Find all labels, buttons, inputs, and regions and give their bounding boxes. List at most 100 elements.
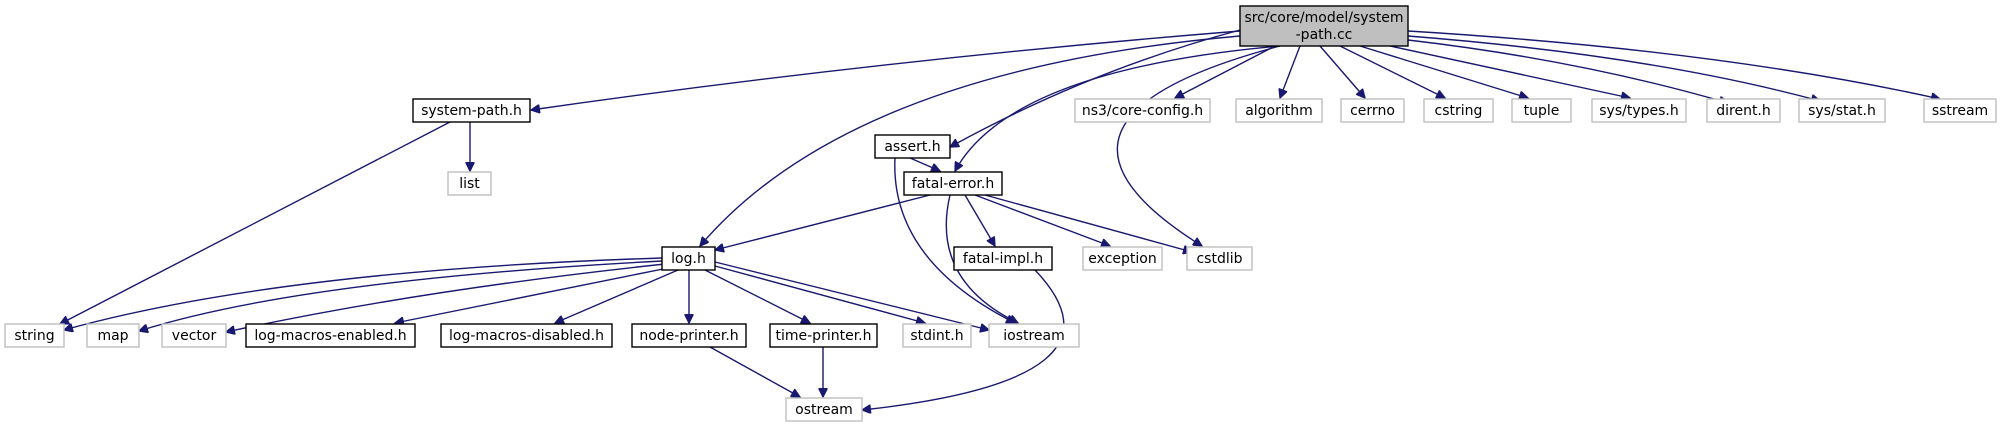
node-label-sstream: sstream [1932, 103, 1988, 119]
node-box-list [447, 171, 492, 196]
node-box-log-h [661, 246, 716, 271]
node-label-tuple: tuple [1524, 103, 1560, 119]
node-label-log-macros-disabled-h: log-macros-disabled.h [449, 328, 604, 344]
node-label-exception: exception [1088, 251, 1156, 267]
edge-log-h-to-string [64, 257, 663, 330]
edge-fatal-error-h-to-exception [974, 194, 1110, 246]
node-cerrno: cerrno [1340, 98, 1405, 123]
node-fatal-error-h[interactable]: fatal-error.h [903, 171, 1003, 196]
node-log-macros-enabled-h[interactable]: log-macros-enabled.h [245, 323, 416, 348]
node-box-stdint-h [902, 323, 972, 348]
node-sys-types-h: sys/types.h [1591, 98, 1687, 123]
node-node-printer-h[interactable]: node-printer.h [631, 323, 747, 348]
node-box-log-macros-disabled-h [440, 323, 613, 348]
edge-log-h-to-stdint-h [714, 265, 925, 323]
node-box-map [86, 323, 140, 348]
node-box-sys-types-h [1591, 98, 1687, 123]
node-box-system-path-h [412, 98, 531, 123]
node-label-log-macros-enabled-h: log-macros-enabled.h [254, 328, 406, 344]
edge-assert-h-to-fatal-error-h [909, 157, 940, 171]
node-label-log-h: log.h [671, 251, 706, 267]
edge-system-path-cc-to-assert-h [950, 29, 1241, 147]
node-box-cstring [1423, 98, 1494, 123]
node-sstream: sstream [1923, 98, 1997, 123]
node-iostream: iostream [988, 323, 1080, 348]
node-box-system-path-cc [1239, 5, 1409, 47]
node-label-node-printer-h: node-printer.h [639, 328, 738, 344]
node-log-h[interactable]: log.h [661, 246, 716, 271]
node-label-sys-stat-h: sys/stat.h [1808, 103, 1876, 119]
node-box-time-printer-h [769, 323, 878, 348]
node-box-fatal-error-h [903, 171, 1003, 196]
node-label-dirent-h: dirent.h [1716, 103, 1771, 119]
node-label-time-printer-h: time-printer.h [776, 328, 872, 344]
edge-fatal-error-h-to-cstdlib [984, 194, 1192, 252]
node-system-path-h[interactable]: system-path.h [412, 98, 531, 123]
edge-system-path-cc-to-sys-types-h [1389, 45, 1630, 98]
node-label-sys-types-h: sys/types.h [1599, 103, 1678, 119]
edge-system-path-cc-to-cerrno [1319, 45, 1365, 98]
node-label-map: map [97, 328, 128, 344]
edge-log-h-to-time-printer-h [704, 269, 810, 323]
node-sys-stat-h: sys/stat.h [1798, 98, 1886, 123]
node-label-list: list [459, 176, 480, 192]
node-label-vector: vector [172, 328, 217, 344]
node-label-system-path-h: system-path.h [421, 103, 522, 119]
node-ostream: ostream [785, 397, 863, 422]
node-cstring: cstring [1423, 98, 1494, 123]
edge-system-path-cc-to-fatal-error-h [955, 45, 1281, 171]
node-time-printer-h[interactable]: time-printer.h [769, 323, 878, 348]
node-label-iostream: iostream [1003, 328, 1065, 344]
edge-log-h-to-map [139, 260, 663, 331]
node-label-cstdlib: cstdlib [1196, 251, 1242, 267]
node-label-ostream: ostream [795, 402, 853, 418]
node-box-string [4, 323, 65, 348]
node-label-ns3-core-config-h: ns3/core-config.h [1082, 103, 1203, 119]
node-assert-h[interactable]: assert.h [874, 134, 951, 159]
edge-log-h-to-vector [226, 263, 666, 332]
node-dirent-h: dirent.h [1706, 98, 1781, 123]
node-system-path-cc[interactable]: src/core/model/system-path.cc [1239, 5, 1409, 47]
node-label-fatal-impl-h: fatal-impl.h [963, 251, 1043, 267]
node-box-cerrno [1340, 98, 1405, 123]
node-box-tuple [1511, 98, 1572, 123]
node-box-assert-h [874, 134, 951, 159]
node-label-stdint-h: stdint.h [910, 328, 963, 344]
edge-system-path-cc-to-algorithm [1280, 45, 1301, 98]
node-exception: exception [1082, 246, 1163, 271]
node-label-cstring: cstring [1435, 103, 1483, 119]
node-label-algorithm: algorithm [1245, 103, 1313, 119]
node-box-sstream [1923, 98, 1997, 123]
node-ns3-core-config-h: ns3/core-config.h [1074, 98, 1211, 123]
node-box-ostream [785, 397, 863, 422]
edge-system-path-cc-to-cstdlib [1116, 45, 1281, 246]
node-stdint-h: stdint.h [902, 323, 972, 348]
node-label-cerrno: cerrno [1350, 103, 1395, 119]
node-cstdlib: cstdlib [1186, 246, 1253, 271]
node-vector: vector [161, 323, 227, 348]
node-label-system-path-cc: -path.cc [1296, 27, 1353, 43]
node-box-fatal-impl-h [953, 246, 1053, 271]
edge-log-h-to-log-macros-enabled-h [395, 267, 669, 323]
node-box-sys-stat-h [1798, 98, 1886, 123]
edges-layer [60, 29, 1940, 410]
edge-system-path-h-to-string [60, 121, 451, 324]
node-box-dirent-h [1706, 98, 1781, 123]
edge-system-path-cc-to-sys-stat-h [1407, 35, 1820, 101]
node-fatal-impl-h[interactable]: fatal-impl.h [953, 246, 1053, 271]
node-box-exception [1082, 246, 1163, 271]
edge-system-path-cc-to-tuple [1359, 45, 1528, 98]
node-label-assert-h: assert.h [884, 139, 940, 155]
edge-system-path-cc-to-cstring [1339, 45, 1445, 98]
node-string: string [4, 323, 65, 348]
edge-log-h-to-iostream [714, 261, 989, 330]
node-box-node-printer-h [631, 323, 747, 348]
node-list: list [447, 171, 492, 196]
edge-assert-h-to-iostream [894, 157, 1015, 323]
node-box-log-macros-enabled-h [245, 323, 416, 348]
node-label-system-path-cc: src/core/model/system [1244, 10, 1403, 26]
node-label-string: string [14, 328, 54, 344]
node-log-macros-disabled-h[interactable]: log-macros-disabled.h [440, 323, 613, 348]
node-map: map [86, 323, 140, 348]
